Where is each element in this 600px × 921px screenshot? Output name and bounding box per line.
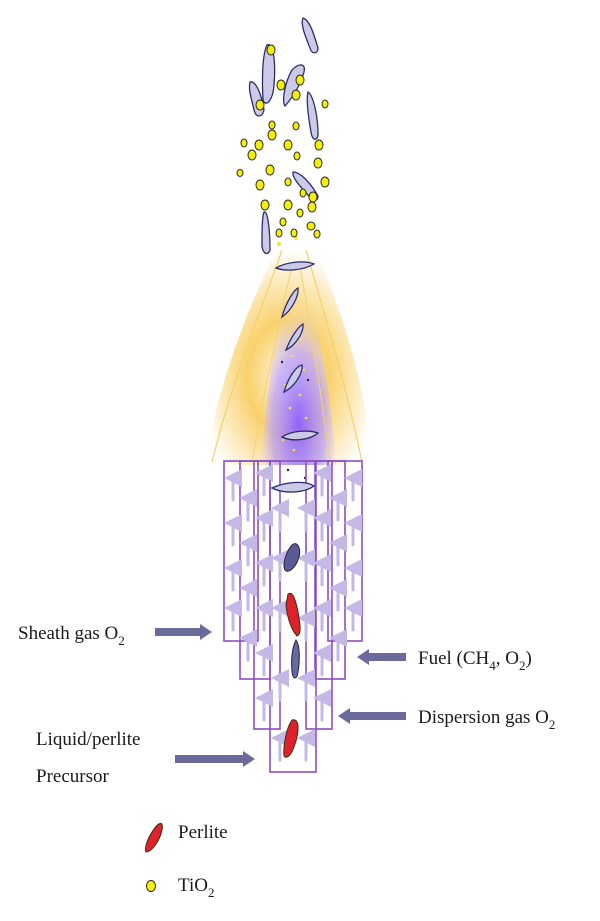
tio2-particle xyxy=(292,121,300,131)
tio2-particle xyxy=(279,217,287,227)
tio2-particle xyxy=(295,74,305,86)
tio2-particle xyxy=(255,179,265,191)
tio2-particle xyxy=(283,199,293,211)
tio2-particle xyxy=(266,44,276,56)
tio2-particle xyxy=(307,201,317,213)
flake xyxy=(261,211,271,255)
flakes-in-flame xyxy=(270,261,320,493)
tio2-particle xyxy=(240,138,248,148)
tio2-particle xyxy=(254,139,264,151)
flame-edge-right xyxy=(305,249,363,463)
tio2-particle xyxy=(321,99,329,109)
flake xyxy=(280,287,299,319)
fuel-tube-right xyxy=(314,460,346,680)
legend-tio2-swatch xyxy=(146,880,156,892)
tio2-particle xyxy=(247,149,257,161)
tio2-particle xyxy=(308,191,318,203)
fuel-arrow xyxy=(357,649,406,665)
perlite-particles-in-tube xyxy=(283,543,301,758)
tio2-particle xyxy=(299,188,307,198)
tio2-particle xyxy=(290,228,298,238)
tio2-particle xyxy=(255,99,265,111)
flake xyxy=(306,90,319,140)
flame-inner-right xyxy=(299,267,331,463)
perlite-particle xyxy=(285,592,301,637)
gas-flow-arrows xyxy=(224,464,362,762)
tio2-particle xyxy=(314,139,324,151)
flame-core xyxy=(262,265,335,465)
tio2-particle xyxy=(313,229,321,239)
tio2-particle xyxy=(276,79,286,91)
tio2-particle xyxy=(306,221,316,231)
tio2-particle xyxy=(236,169,244,177)
flame-inner-left xyxy=(251,264,293,463)
flame-sparks xyxy=(277,236,308,452)
liquid-perlite-label: Liquid/perlite xyxy=(36,729,140,750)
tio2-particle xyxy=(268,120,276,130)
legend-perlite-swatch xyxy=(145,823,163,853)
flake xyxy=(274,261,316,271)
flake xyxy=(282,364,303,394)
legend-tio2-label: TiO2 xyxy=(178,875,214,900)
tio2-particle xyxy=(293,151,301,161)
flame-edge-left xyxy=(211,249,283,463)
tio2-particle xyxy=(260,199,270,211)
tio2-particle xyxy=(267,129,277,141)
tio2-particle xyxy=(283,139,293,151)
liquid-precursor-arrow xyxy=(175,751,255,767)
flake xyxy=(301,17,319,54)
legend-perlite-label: Perlite xyxy=(178,822,228,843)
dispersion-gas-arrow xyxy=(338,708,406,724)
sheath-gas-label: Sheath gas O2 xyxy=(18,623,125,648)
perlite-particle xyxy=(283,719,299,758)
tio2-particle xyxy=(291,89,301,101)
fuel-label: Fuel (CH4, O2) xyxy=(418,648,532,673)
flake xyxy=(280,430,320,441)
dispersion-gas-label: Dispersion gas O2 xyxy=(418,707,555,732)
sheath-gas-arrow xyxy=(155,624,212,640)
tio2-particle xyxy=(275,228,283,238)
perlite-particle xyxy=(283,543,301,572)
precursor-label: Precursor xyxy=(36,766,109,787)
tio2-particle xyxy=(296,208,304,218)
flake xyxy=(270,481,316,493)
sheath-tube-left xyxy=(223,460,259,642)
perlite-particle xyxy=(291,639,300,679)
tio2-particle xyxy=(265,164,275,176)
flake xyxy=(284,322,304,352)
tio2-particle xyxy=(320,176,330,188)
feed-arrows xyxy=(155,624,406,767)
tio2-particle xyxy=(284,177,292,187)
tio2-particles xyxy=(236,44,330,239)
tio2-particle xyxy=(313,157,323,169)
legend: Perlite TiO2 xyxy=(145,822,228,900)
